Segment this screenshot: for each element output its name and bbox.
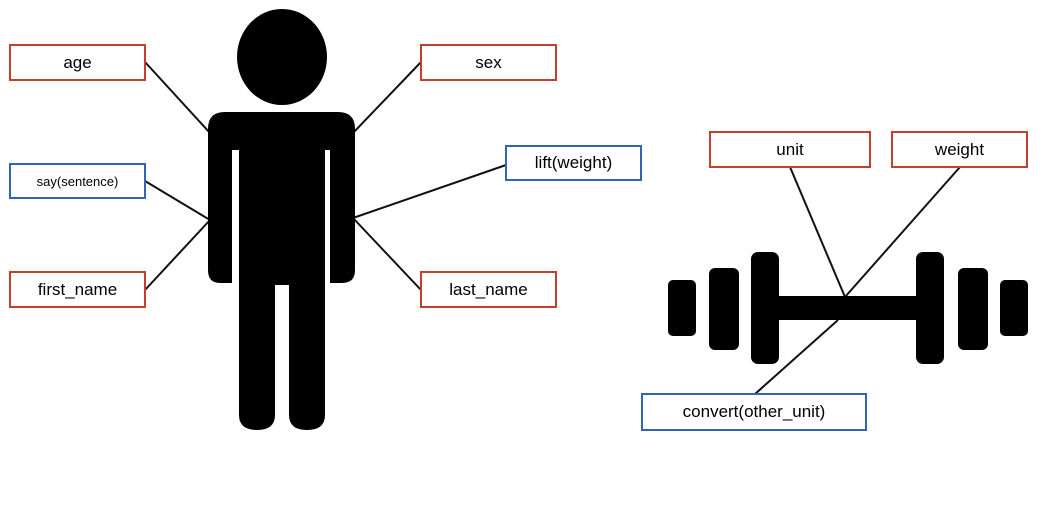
dumbbell-right-outer-plate: [1000, 280, 1028, 336]
dumbbell-left-outer-plate: [668, 280, 696, 336]
dumbbell-bar: [775, 296, 920, 320]
weight-attribute-box: weight: [891, 131, 1028, 168]
last-name-attribute-box: last_name: [420, 271, 557, 308]
convert-method-box: convert(other_unit): [641, 393, 867, 431]
connector-unit: [789, 166, 846, 298]
connector-weight: [844, 166, 961, 298]
age-attribute-box: age: [9, 44, 146, 81]
lift-method-box: lift(weight): [505, 145, 642, 181]
dumbbell-icon: [668, 252, 1028, 364]
dumbbell-right-inner-plate: [916, 252, 944, 364]
say-method-box: say(sentence): [9, 163, 146, 199]
person-body: [208, 112, 355, 430]
first-name-attribute-box: first_name: [9, 271, 146, 308]
dumbbell-left-middle-plate: [709, 268, 739, 350]
connector-age: [144, 61, 211, 134]
connector-lift: [352, 164, 507, 219]
sex-attribute-box: sex: [420, 44, 557, 81]
connector-say: [144, 180, 211, 221]
connector-last-name: [352, 217, 422, 291]
dumbbell-right-middle-plate: [958, 268, 988, 350]
person-icon: [208, 9, 355, 430]
connector-convert: [754, 319, 839, 395]
connector-sex: [352, 61, 422, 134]
person-head: [237, 9, 327, 105]
dumbbell-left-inner-plate: [751, 252, 779, 364]
unit-attribute-box: unit: [709, 131, 871, 168]
connector-first-name: [144, 219, 211, 291]
connectors: [144, 61, 961, 395]
